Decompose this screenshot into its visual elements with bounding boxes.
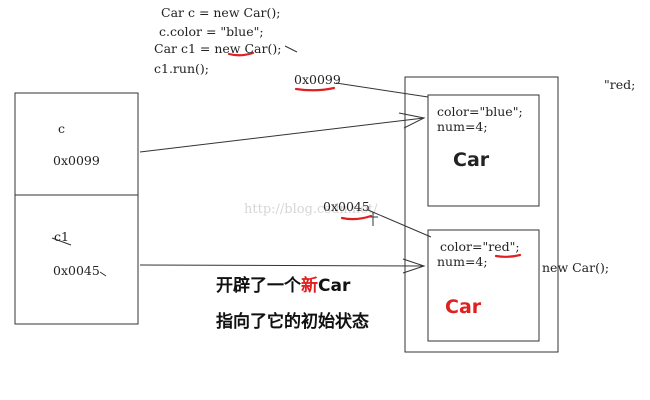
explanation-line-1-post: Car xyxy=(318,276,351,296)
red-note: "red; xyxy=(604,77,636,92)
c1-strike-mark xyxy=(51,237,72,246)
watermark: http://blog.csdn.net/ xyxy=(244,202,378,217)
arrow-c-to-object-1 xyxy=(139,117,425,153)
object-1-num: num=4; xyxy=(437,119,488,134)
leader-addr-top xyxy=(335,82,429,98)
object-2-color: color="red"; xyxy=(440,239,520,254)
explanation-line-1-highlight: 新 xyxy=(301,276,318,296)
stack-var-c: c xyxy=(58,121,66,136)
stack-addr-c: 0x0099 xyxy=(53,153,100,168)
explanation-line-1: 开辟了一个新Car xyxy=(216,278,350,295)
arrow-c1-to-object-2 xyxy=(139,264,425,267)
heap-addr-bottom: 0x0045 xyxy=(323,199,370,214)
new-car-note: new Car(); xyxy=(542,260,610,275)
code-line-4: c1.run(); xyxy=(154,61,209,76)
arrow-c1-head xyxy=(402,258,426,274)
object-2-num: num=4; xyxy=(437,254,488,269)
heap-object-2 xyxy=(427,229,540,342)
heap-frame xyxy=(404,76,559,353)
stack-frame xyxy=(14,92,139,325)
underline-new xyxy=(227,51,255,57)
code-line-1: Car c = new Car(); xyxy=(161,5,281,20)
object-1-label: Car xyxy=(453,149,490,171)
underline-addr-bottom xyxy=(340,214,373,221)
explanation-line-1-pre: 开辟了一个 xyxy=(216,276,301,296)
object-2-label: Car xyxy=(445,296,482,318)
explanation-line-2: 指向了它的初始状态 xyxy=(216,312,369,332)
underline-red xyxy=(494,253,522,258)
code-line-2: c.color = "blue"; xyxy=(159,24,264,39)
stack-addr-c1: 0x0045 xyxy=(53,263,100,278)
underline-addr-top xyxy=(294,86,336,92)
c1-addr-tick xyxy=(99,271,107,277)
heap-object-1 xyxy=(427,94,540,207)
arrow-c-head xyxy=(398,112,426,129)
heap-addr-top: 0x0099 xyxy=(294,72,341,87)
leader-addr-bottom xyxy=(367,209,432,238)
new-strike-mark xyxy=(284,45,298,53)
stack-var-c1: c1 xyxy=(54,229,69,244)
code-line-3: Car c1 = new Car(); xyxy=(154,41,282,56)
object-1-color: color="blue"; xyxy=(437,104,523,119)
